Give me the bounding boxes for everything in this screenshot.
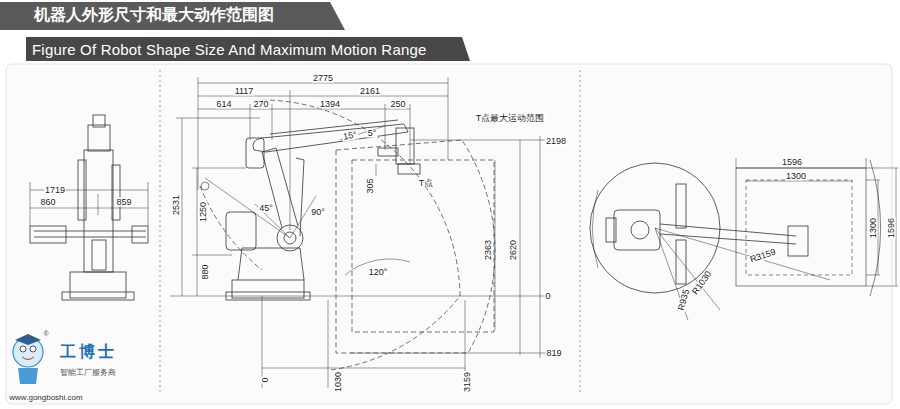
dimension-label: 250: [389, 100, 406, 109]
dimension-label: 1250: [199, 201, 208, 223]
registered-mark: ®: [43, 330, 48, 337]
dimension-label: 1394: [319, 100, 341, 109]
dimension-label: T点最大运动范围: [475, 114, 546, 123]
dimension-label: 859: [115, 198, 132, 207]
dimension-label: 1117: [234, 87, 255, 96]
url-watermark: www.gongboshi.com: [9, 394, 82, 402]
dimension-label: 45°: [258, 204, 274, 213]
dimension-label: 614: [215, 100, 232, 109]
dimension-label: T点: [418, 179, 435, 188]
dimension-label: 1300: [869, 217, 878, 239]
dimension-label: 270: [252, 100, 269, 109]
dimension-label: 1719: [44, 186, 66, 195]
dimension-label: 2620: [509, 239, 518, 261]
dimension-label: 3159: [463, 371, 472, 393]
subtitle: Figure Of Robot Shape Size And Maximum M…: [32, 42, 427, 57]
dimension-label: 2531: [172, 194, 181, 216]
dimension-label: 880: [201, 263, 210, 280]
diagram-title: 机器人外形尺寸和最大动作范围图: [34, 7, 274, 23]
dimension-label: 1030: [334, 371, 343, 393]
dimension-label: 2161: [359, 87, 381, 96]
dimension-label: 2775: [312, 74, 334, 83]
dimension-label: 860: [39, 198, 56, 207]
dimension-label: 1596: [887, 217, 896, 239]
dimension-label: 5°: [367, 129, 378, 138]
dimension-label: 0: [544, 292, 551, 301]
dimension-label: 120°: [368, 268, 389, 277]
slogan-watermark: 智能工厂服务商: [60, 369, 116, 377]
dimension-label: 819: [545, 349, 562, 358]
dimension-label: 305: [366, 177, 375, 194]
dimension-label: 1596: [781, 158, 803, 167]
dimension-label: 90°: [310, 208, 326, 217]
dimension-label: 2363: [484, 239, 493, 261]
dimension-label: 1300: [785, 172, 807, 181]
dimension-label: 0: [261, 376, 270, 383]
brand-watermark: 工博士: [60, 344, 117, 360]
dimension-label: 2198: [545, 137, 567, 146]
